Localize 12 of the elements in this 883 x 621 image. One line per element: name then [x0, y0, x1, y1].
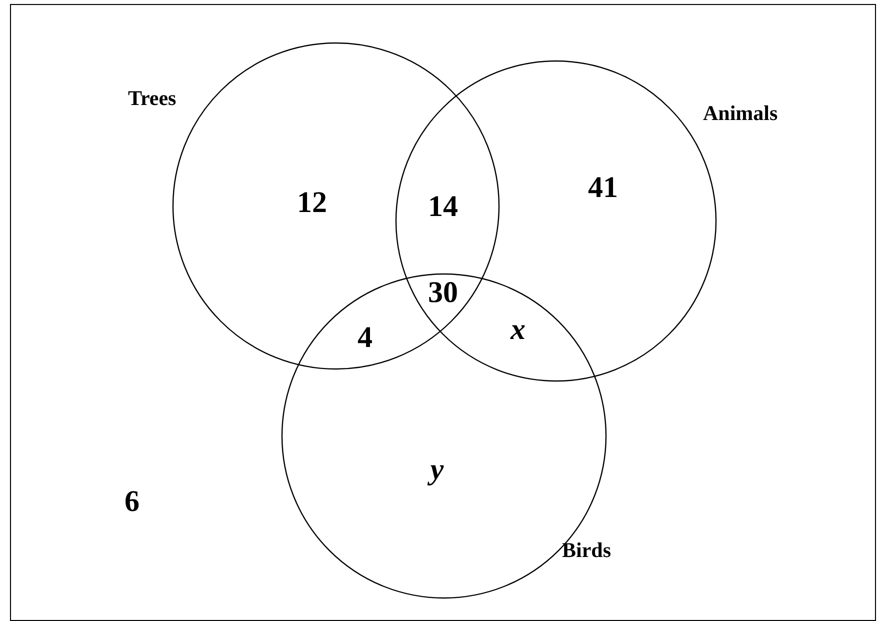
set-label: Birds	[562, 538, 612, 562]
set-label: Animals	[703, 101, 778, 125]
region-count: 30	[428, 277, 458, 309]
region-count: 6	[124, 486, 140, 518]
region-count: 41	[588, 172, 618, 204]
region-count: x	[510, 314, 526, 346]
region-count: 14	[428, 191, 458, 223]
universal-set-frame	[10, 4, 876, 621]
region-count: 12	[297, 187, 327, 219]
set-label: Trees	[128, 86, 176, 110]
region-count: 4	[358, 322, 372, 354]
region-count: y	[430, 454, 444, 486]
